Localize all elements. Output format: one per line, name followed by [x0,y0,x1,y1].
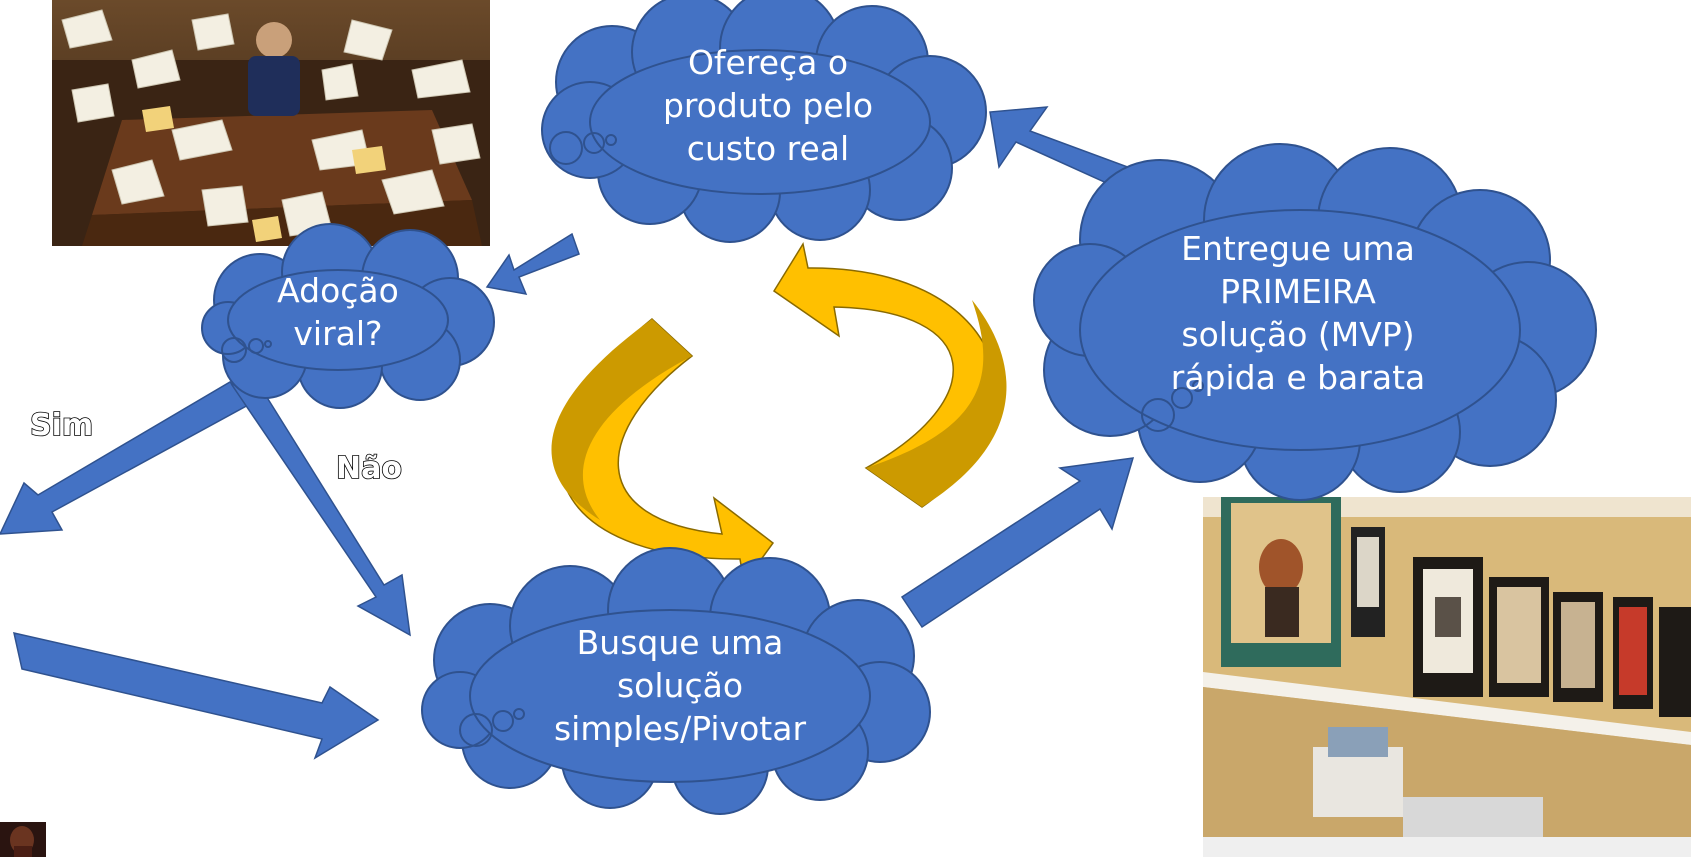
cloud-offer-text: Ofereça o produto pelo custo real [662,43,874,168]
clouds [201,0,1597,815]
cloud-deliver [1033,143,1597,501]
cloud-search [421,547,931,815]
arrow-search-to-deliver [900,457,1135,629]
messy-office-photo [52,0,490,246]
branch-label-sim: Sim [29,407,94,444]
framed-pictures-photo [1203,497,1691,857]
small-thumbnail-photo [0,822,46,857]
cloud-search-text: Busque uma solução simples/Pivotar [553,623,807,748]
arrow-offer-to-viral [485,232,580,295]
cloud-deliver-text: Entregue uma PRIMEIRA solução (MVP) rápi… [1170,229,1426,397]
curved-arrows [551,242,1007,585]
branch-label-nao: Não [335,450,403,487]
cloud-offer [541,0,987,243]
arrow-left-to-search [13,632,380,760]
cloud-viral-text: Adoção viral? [277,271,399,353]
cloud-viral [201,223,495,409]
arrow-viral-to-search [230,382,411,637]
arrow-viral-to-sim [0,381,252,535]
